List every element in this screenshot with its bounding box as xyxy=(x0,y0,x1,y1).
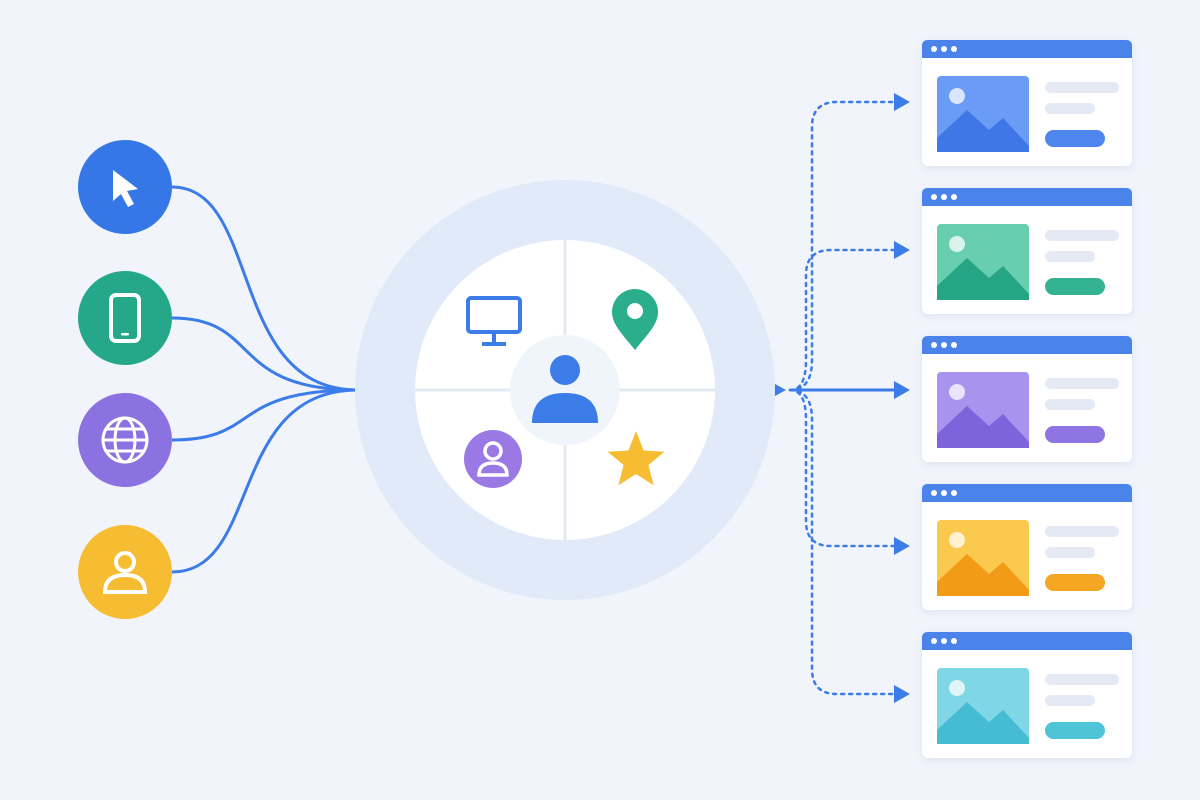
target-connector-dotted xyxy=(788,388,898,696)
smartphone-icon xyxy=(109,293,141,343)
window-dot-icon xyxy=(941,342,947,348)
hub-center-circle xyxy=(510,335,620,445)
incoming-connectors xyxy=(171,185,378,574)
user-body xyxy=(102,572,148,594)
hub-center-user-icon xyxy=(532,355,598,423)
image-sun xyxy=(949,384,965,400)
card-text-line xyxy=(1045,674,1119,685)
card-titlebar xyxy=(922,632,1132,650)
incoming-connector xyxy=(171,388,359,574)
card-text-line xyxy=(1045,251,1095,262)
smartphone-button-icon xyxy=(121,333,129,336)
image-sun xyxy=(949,236,965,252)
pin-body xyxy=(612,289,658,350)
center-user-body xyxy=(532,393,598,423)
window-dot-icon xyxy=(951,638,957,644)
source-node xyxy=(78,525,172,619)
window-dot-icon xyxy=(941,638,947,644)
card-text-line xyxy=(1045,378,1119,389)
source-node xyxy=(78,393,172,487)
source-node xyxy=(78,140,172,234)
card-text-line xyxy=(1045,82,1119,93)
card-text-line xyxy=(1045,526,1119,537)
browser-card xyxy=(922,336,1132,462)
window-dot-icon xyxy=(941,490,947,496)
center-user-head xyxy=(550,355,580,385)
incoming-connector xyxy=(171,316,359,392)
card-titlebar xyxy=(922,336,1132,354)
window-dot-icon xyxy=(951,194,957,200)
target-cards xyxy=(922,40,1132,758)
card-titlebar xyxy=(922,40,1132,58)
window-dot-icon xyxy=(931,194,937,200)
target-arrowhead xyxy=(894,685,910,703)
image-sun xyxy=(949,680,965,696)
target-connector-dotted xyxy=(788,248,898,392)
star-icon xyxy=(607,431,665,486)
window-dot-icon xyxy=(951,46,957,52)
browser-card xyxy=(922,484,1132,610)
browser-card xyxy=(922,40,1132,166)
window-dot-icon xyxy=(931,638,937,644)
source-node-circle xyxy=(78,271,172,365)
incoming-connector xyxy=(171,185,359,392)
globe-icon xyxy=(101,416,149,464)
card-titlebar xyxy=(922,484,1132,502)
image-mountains xyxy=(937,702,1029,744)
user-avatar-icon xyxy=(464,430,522,488)
window-dot-icon xyxy=(931,490,937,496)
target-arrowhead xyxy=(894,241,910,259)
avatar-body xyxy=(477,461,509,477)
central-hub xyxy=(355,180,775,600)
window-dot-icon xyxy=(941,46,947,52)
browser-card xyxy=(922,632,1132,758)
user-head xyxy=(114,551,136,573)
image-mountains xyxy=(937,258,1029,300)
card-action-pill xyxy=(1045,722,1105,739)
window-dot-icon xyxy=(941,194,947,200)
image-thumbnail-icon xyxy=(937,520,1029,596)
card-action-pill xyxy=(1045,574,1105,591)
user-icon xyxy=(102,551,148,594)
browser-card xyxy=(922,188,1132,314)
card-action-pill xyxy=(1045,278,1105,295)
image-thumbnail-icon xyxy=(937,76,1029,152)
target-arrowhead xyxy=(894,93,910,111)
image-thumbnail-icon xyxy=(937,372,1029,448)
source-node xyxy=(78,271,172,365)
target-connector-dotted xyxy=(788,100,898,392)
target-arrowhead xyxy=(894,537,910,555)
card-titlebar xyxy=(922,188,1132,206)
source-icons xyxy=(78,140,172,619)
image-sun xyxy=(949,532,965,548)
card-text-line xyxy=(1045,103,1095,114)
image-sun xyxy=(949,88,965,104)
target-arrowhead xyxy=(894,381,910,399)
pin-hole xyxy=(627,303,643,319)
location-pin-icon xyxy=(612,289,658,350)
card-text-line xyxy=(1045,230,1119,241)
card-text-line xyxy=(1045,547,1095,558)
window-dot-icon xyxy=(951,490,957,496)
monitor-icon xyxy=(466,296,522,346)
card-text-line xyxy=(1045,399,1095,410)
avatar-head xyxy=(483,441,503,461)
image-mountains xyxy=(937,406,1029,448)
image-mountains xyxy=(937,554,1029,596)
image-thumbnail-icon xyxy=(937,224,1029,300)
cursor-icon xyxy=(113,170,138,207)
image-thumbnail-icon xyxy=(937,668,1029,744)
card-action-pill xyxy=(1045,426,1105,443)
card-text-line xyxy=(1045,695,1095,706)
target-connector-dotted xyxy=(788,388,898,548)
image-mountains xyxy=(937,110,1029,152)
incoming-connector xyxy=(171,388,359,442)
window-dot-icon xyxy=(931,342,937,348)
window-dot-icon xyxy=(951,342,957,348)
card-action-pill xyxy=(1045,130,1105,147)
window-dot-icon xyxy=(931,46,937,52)
